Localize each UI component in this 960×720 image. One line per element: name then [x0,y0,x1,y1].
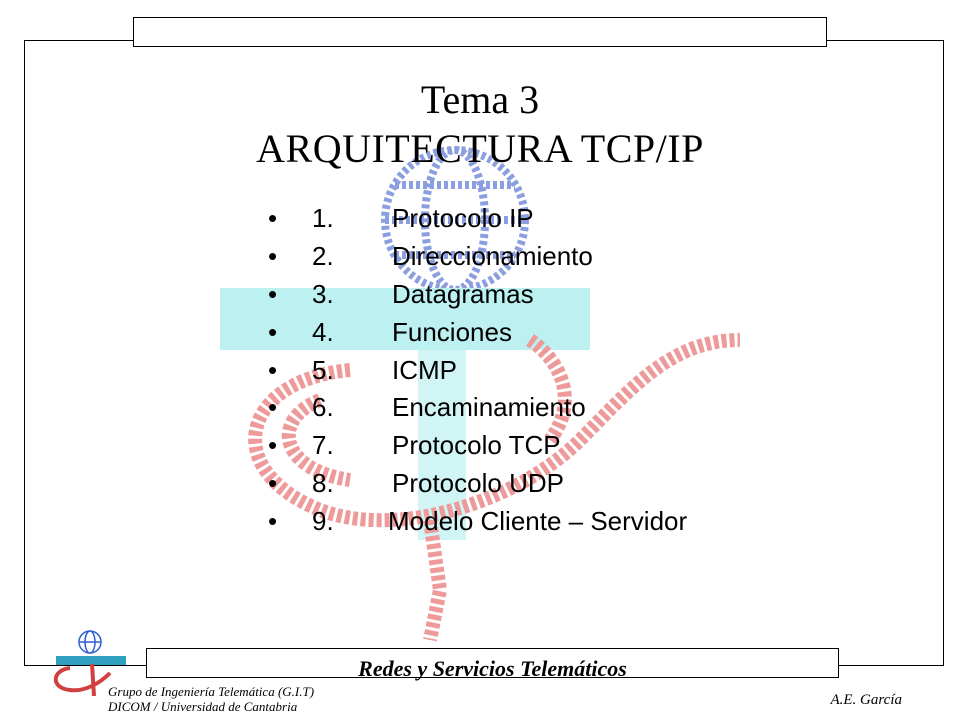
slide-subtitle: ARQUITECTURA TCP/IP [256,126,704,171]
topic-number: 9. [312,505,334,536]
topic-label: Protocolo TCP [392,430,561,461]
frame-bottom-right [839,665,944,666]
slide-title: Tema 3 [420,77,540,122]
topic-number: 3. [312,278,334,309]
course-title: Redes y Servicios Telemáticos [358,656,627,681]
topic-number: 2. [312,241,334,272]
footer-bar: Redes y Servicios Telemáticos [146,648,839,681]
author: A.E. García [830,692,902,708]
topic-number: 6. [312,392,334,423]
topic-label: Protocolo IP [392,203,534,234]
frame-right [943,40,944,665]
topic-number: 4. [312,316,334,347]
watermark-logo-icon [220,146,741,642]
topic-number: 7. [312,430,334,461]
topic-label: Protocolo UDP [392,467,564,498]
bullet: • [268,392,278,423]
topic-label: Encaminamiento [392,392,586,423]
frame-left [24,40,25,665]
git-logo-icon [53,630,126,697]
bullet: • [268,354,278,385]
bullet: • [268,430,278,461]
bullet: • [268,505,278,536]
topic-label: Datagramas [392,278,534,309]
topic-number: 8. [312,467,334,498]
bullet: • [268,241,278,272]
group-name: Grupo de Ingeniería Telemática (G.I.T) [108,684,315,699]
topic-number: 5. [312,354,334,385]
topic-label: ICMP [392,354,457,385]
bullet: • [268,278,278,309]
bullet: • [268,316,278,347]
frame-top-left [24,40,133,41]
topic-label: Funciones [392,316,512,347]
header-bar [133,17,827,47]
group-affiliation: DICOM / Universidad de Cantabria [108,699,298,714]
topic-label: Modelo Cliente – Servidor [388,505,688,536]
bullet: • [268,203,278,234]
frame-bottom-left [24,665,146,666]
bullet: • [268,467,278,498]
group-info: Grupo de Ingeniería Telemática (G.I.T) D… [108,684,314,714]
topic-label: Direccionamiento [392,241,593,272]
frame-top-right [827,40,944,41]
topic-number: 1. [312,203,334,234]
